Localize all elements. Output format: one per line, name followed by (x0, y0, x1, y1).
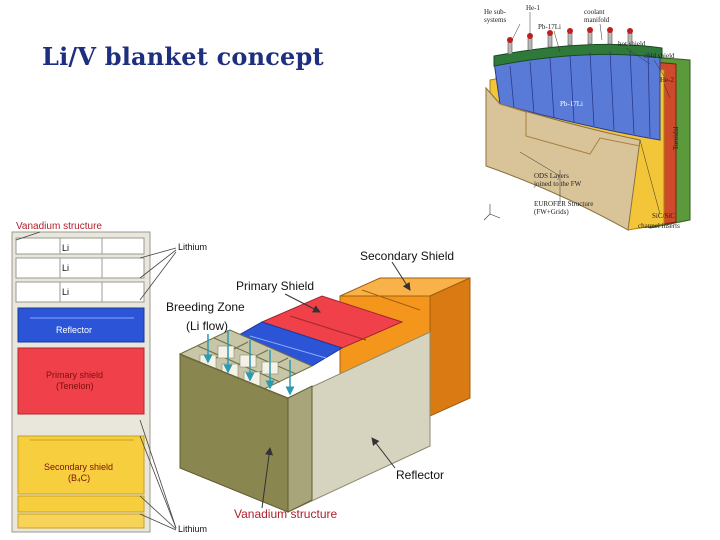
label-lithium-bottom: Lithium (178, 524, 207, 534)
inset-blanket-module: He sub- systems He-1 Pb-17Li coolant man… (483, 4, 691, 231)
label-primary-shield: Primary Shield (236, 279, 314, 293)
inset-coolant-1: coolant (584, 8, 605, 16)
secondary-shield-lower (17, 495, 145, 513)
inset-ods-1: ODS Layers (534, 172, 569, 180)
label-li-2: Li (62, 263, 69, 273)
label-b4c: (B₄C) (68, 473, 90, 483)
inset-he-subsystems-2: systems (484, 16, 506, 24)
inset-hot-shield: hot shield (618, 40, 646, 48)
inset-cold-shield: cold shield (644, 52, 675, 60)
slide-title: Li/V blanket concept (42, 42, 324, 71)
block-3d: Secondary Shield Primary Shield Breeding… (166, 249, 471, 521)
inset-coolant-2: manifold (584, 16, 610, 24)
inset-he-subsystems-1: He sub- (484, 8, 507, 16)
label-tenelon: (Tenelon) (56, 381, 94, 391)
inset-sic-1: SiC/SiC (652, 212, 675, 220)
left-cross-section: Vanadium structure Li Li Li Reflector Pr… (11, 221, 207, 534)
label-reflector-left: Reflector (56, 325, 92, 335)
label-li-3: Li (62, 287, 69, 297)
li-cell-1 (15, 257, 145, 279)
label-li-flow: (Li flow) (186, 319, 228, 333)
label-lithium-top: Lithium (178, 242, 207, 252)
label-vanadium-structure-left: Vanadium structure (16, 221, 102, 232)
inset-he1: He-1 (526, 4, 540, 12)
secondary-shield-layer (17, 435, 145, 495)
inset-eurofer-2: (FW+Grids) (534, 208, 569, 216)
label-reflector: Reflector (396, 468, 444, 482)
inset-ods-2: joined to the FW (533, 180, 582, 188)
inset-pb17li-mid: Pb-17Li (560, 100, 583, 108)
inset-sic-2: channel inserts (638, 222, 680, 230)
inset-vertical-label: Toroidal (672, 126, 680, 150)
label-secondary-shield: Secondary Shield (360, 249, 454, 263)
inset-eurofer-1: EUROFER Structure (534, 200, 593, 208)
label-breeding-zone: Breeding Zone (166, 300, 245, 314)
label-secondary-shield-left: Secondary shield (44, 462, 113, 472)
label-vanadium-structure: Vanadium structure (234, 507, 337, 521)
inset-pb17li-top: Pb-17Li (538, 23, 561, 31)
reflector-layer (17, 307, 145, 343)
label-primary-shield-left: Primary shield (46, 370, 103, 380)
primary-shield-layer (17, 347, 145, 415)
label-li-1: Li (62, 243, 69, 253)
inset-he2: He-2 (660, 76, 674, 84)
li-cell-2 (15, 281, 145, 303)
li-cell-top (15, 237, 145, 255)
